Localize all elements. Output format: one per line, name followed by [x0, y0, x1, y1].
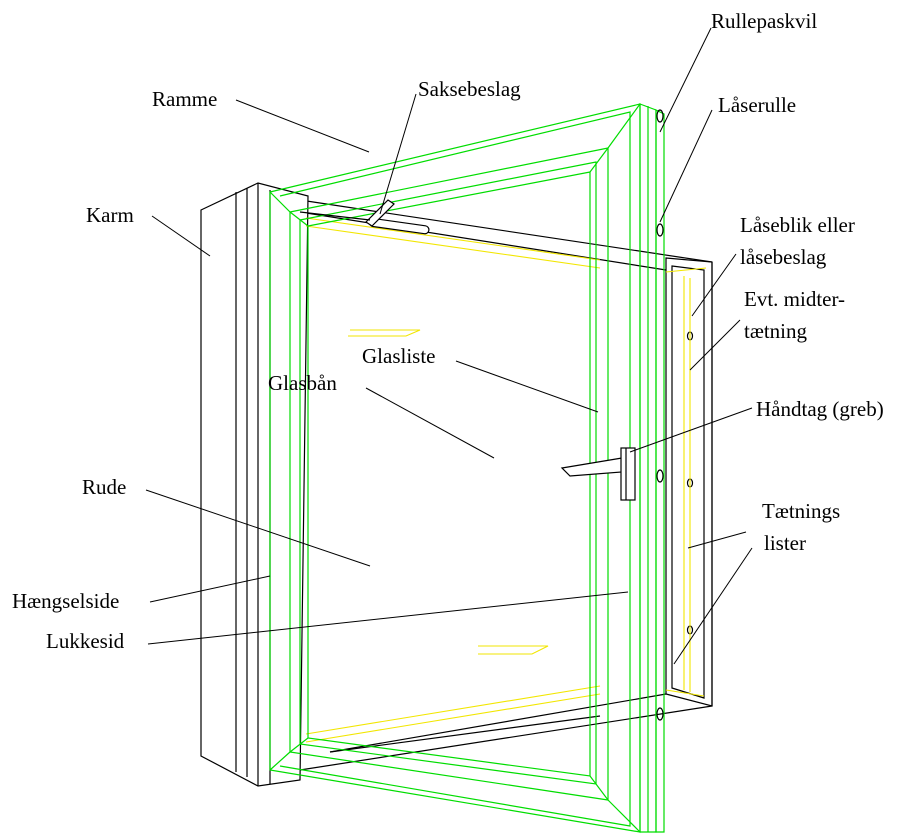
- seal-lines: [305, 217, 707, 743]
- label-glasliste: Glasliste: [362, 344, 436, 368]
- label-midter-line2: tætning: [744, 319, 808, 343]
- label-laaseblik-line2: låsebeslag: [740, 245, 827, 269]
- label-taetnings-line2: lister: [764, 531, 806, 555]
- label-rullepaskvil: Rullepaskvil: [711, 9, 817, 33]
- label-taetnings-line1: Tætnings: [762, 499, 840, 523]
- labels: Rullepaskvil Saksebeslag Ramme Låserulle…: [12, 9, 884, 653]
- label-karm: Karm: [86, 203, 134, 227]
- label-glasbaan: Glasbån: [268, 371, 337, 395]
- label-haandtag: Håndtag (greb): [756, 397, 884, 421]
- label-ramme: Ramme: [152, 87, 217, 111]
- label-haengselside: Hængselside: [12, 589, 119, 613]
- label-rude: Rude: [82, 475, 126, 499]
- haandtag-handle: [560, 447, 636, 501]
- label-lukkesid: Lukkesid: [46, 629, 125, 653]
- leader-lines: [145, 27, 753, 665]
- label-midter-line1: Evt. midter-: [744, 287, 845, 311]
- label-laaseblik-line1: Låseblik eller: [740, 213, 855, 237]
- label-saksebeslag: Saksebeslag: [418, 77, 521, 101]
- label-laaserulle: Låserulle: [718, 93, 796, 117]
